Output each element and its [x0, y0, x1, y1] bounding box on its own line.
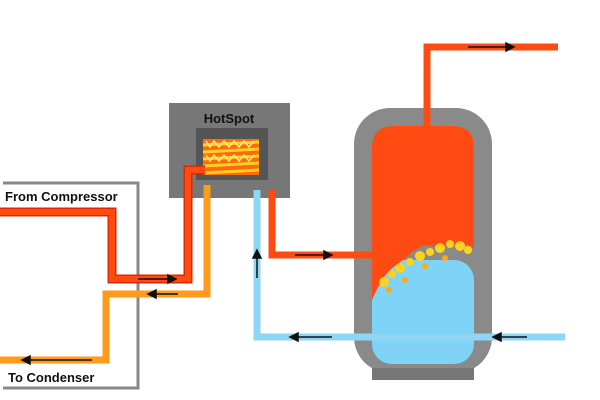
refrigerant-frame	[3, 181, 140, 390]
tank-hot-water	[372, 126, 474, 300]
to-condenser-label: To Condenser	[8, 370, 94, 385]
tank-cold-water	[372, 260, 474, 364]
water-tank-base	[372, 368, 474, 380]
from-compressor-label: From Compressor	[5, 189, 118, 204]
tank-heat-boundary	[379, 240, 472, 293]
heated-water-line	[268, 190, 372, 259]
coil-icon	[202, 139, 260, 175]
arrow-icon	[20, 41, 527, 366]
hotspot-label: HotSpot	[204, 111, 255, 126]
cold-water-line	[253, 190, 565, 341]
